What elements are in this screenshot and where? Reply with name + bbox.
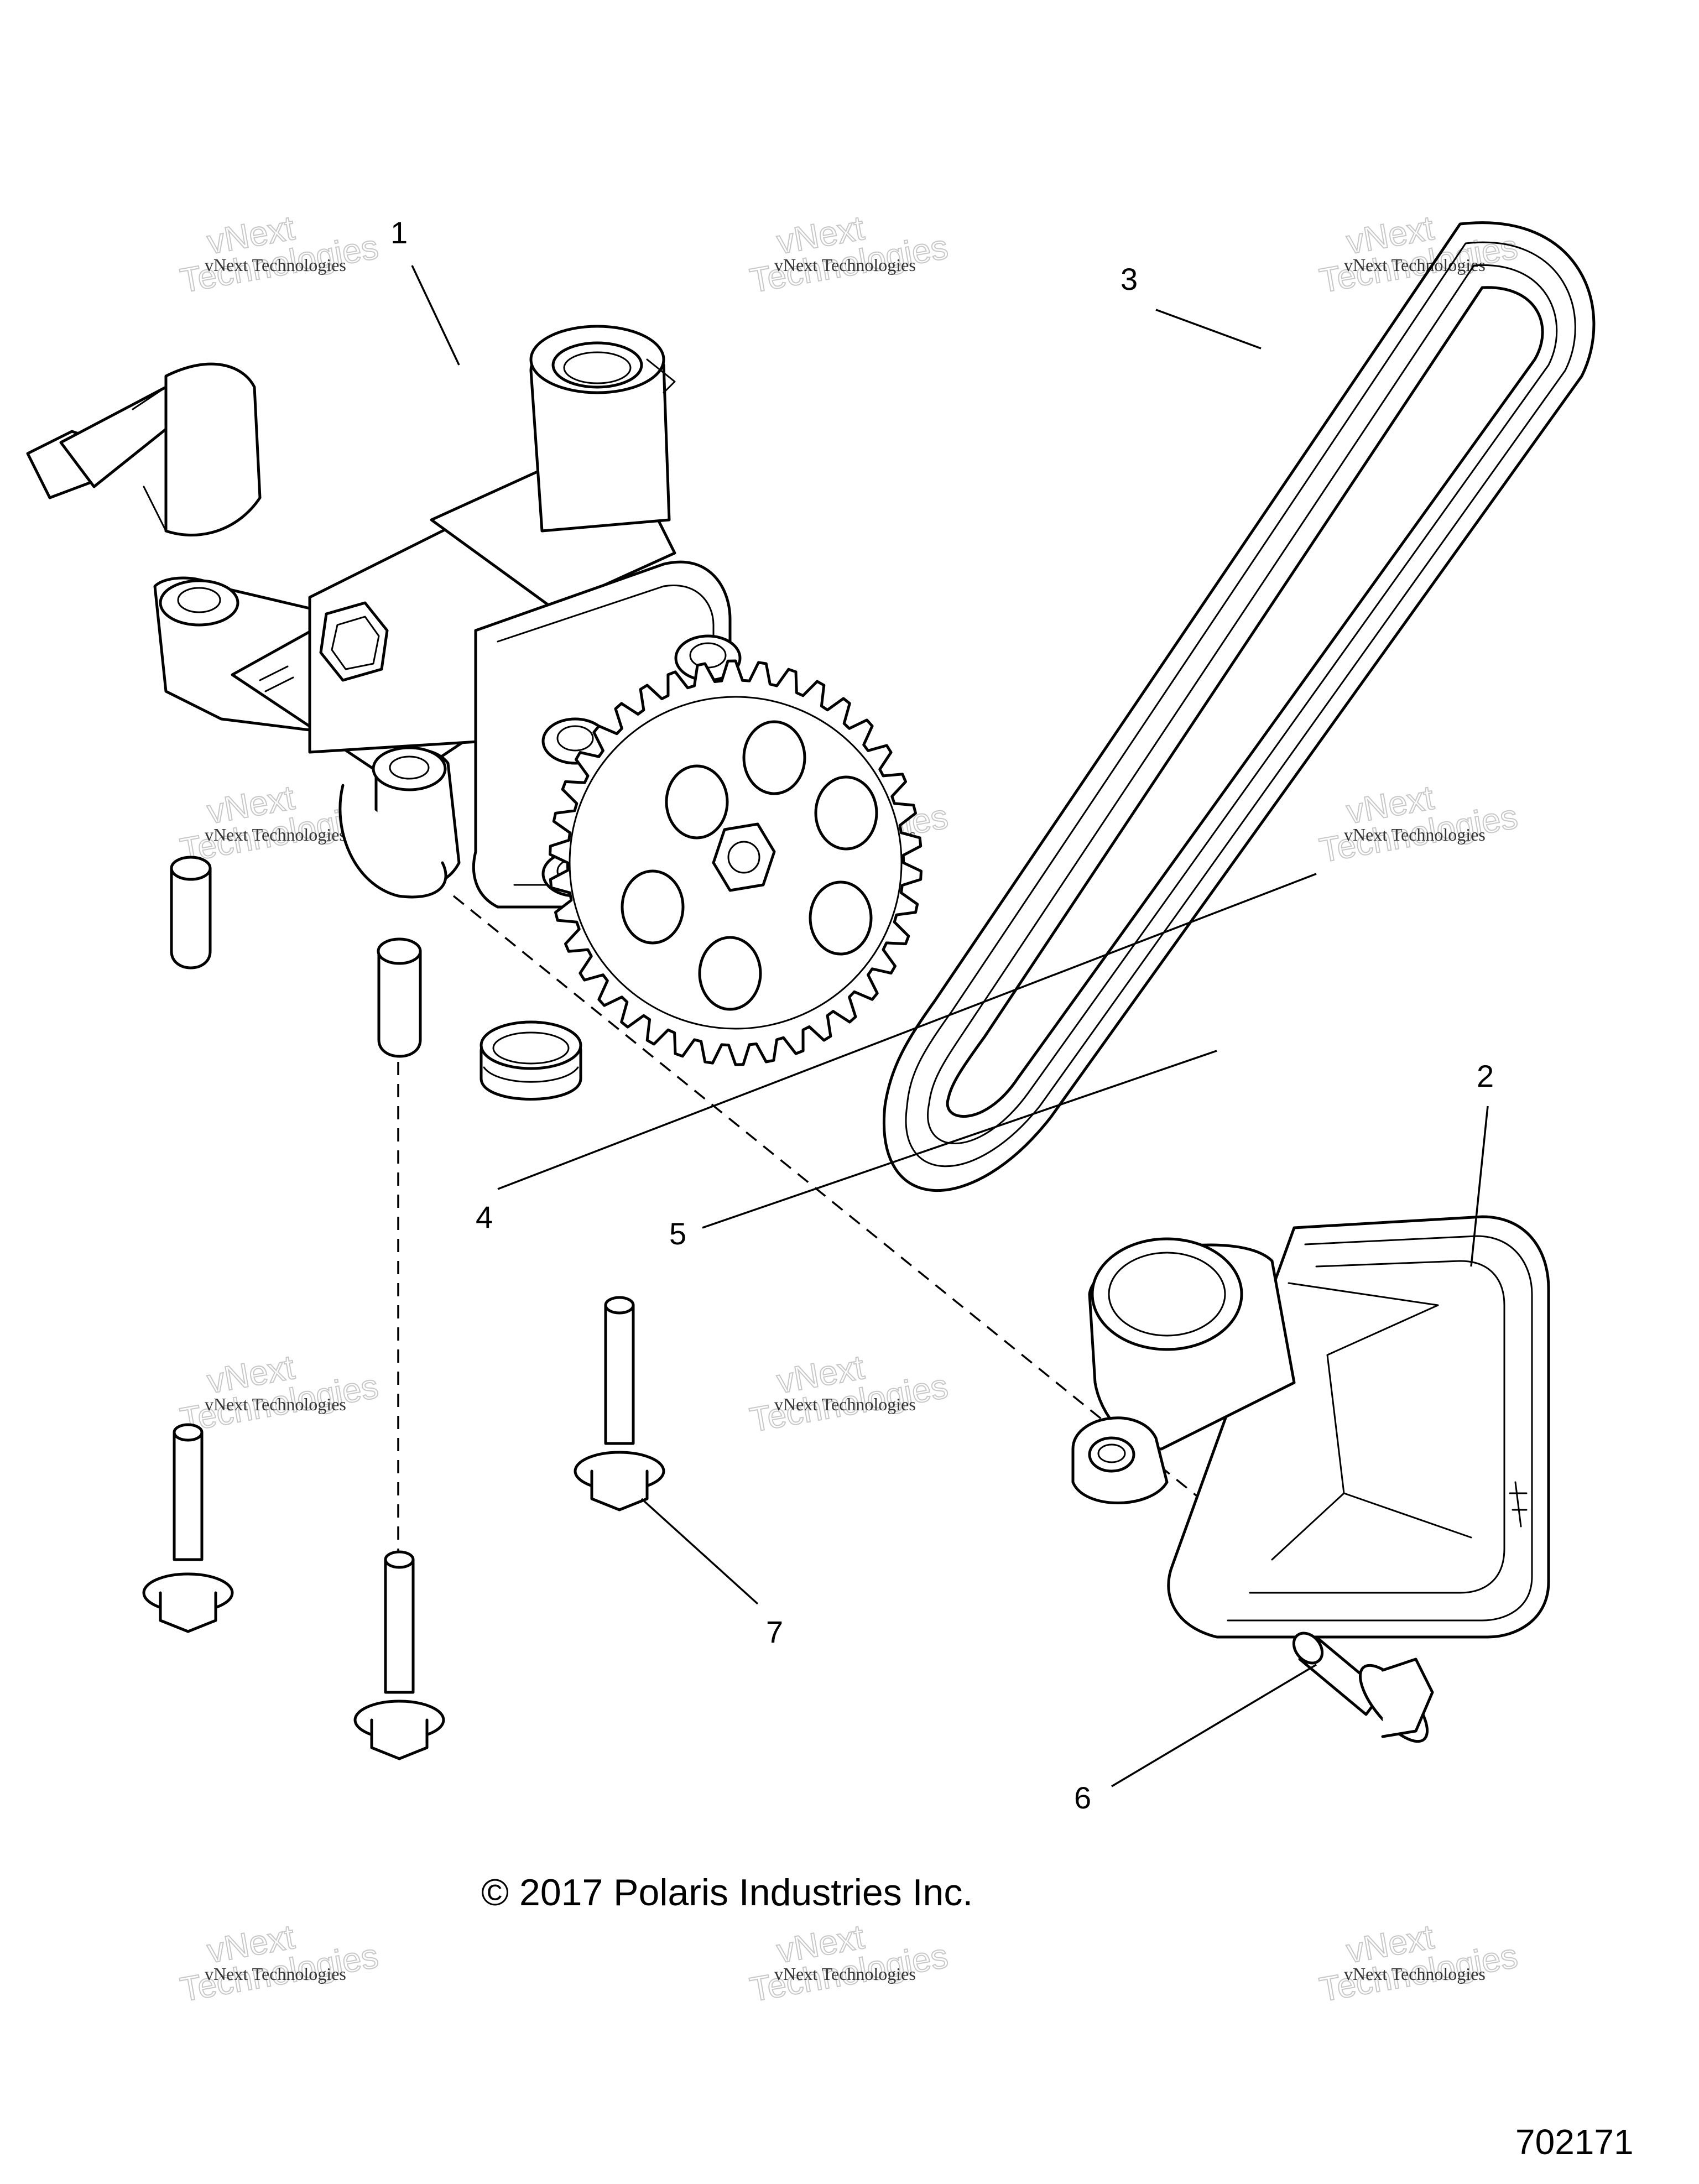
watermark-small: vNext Technologies	[774, 1964, 916, 1984]
leader-2	[1470, 1106, 1489, 1267]
watermark-small: vNext Technologies	[1344, 255, 1486, 275]
sprocket-hole	[809, 880, 873, 956]
watermark-small: vNext Technologies	[205, 1394, 346, 1414]
callout-1: 1	[390, 215, 408, 250]
callout-2: 2	[1477, 1059, 1494, 1093]
watermark-small: vNext Technologies	[774, 255, 916, 275]
cover-bolt	[541, 717, 609, 765]
pump-sprocket	[549, 659, 923, 1066]
sprocket-hole	[742, 720, 806, 795]
watermark-small: vNext Technologies	[774, 1394, 916, 1414]
watermark: vNext Technologies	[1316, 1917, 1521, 2010]
callout-5: 5	[669, 1216, 686, 1251]
leader-7	[640, 1498, 759, 1605]
sprocket-hole	[621, 869, 685, 945]
leader-6	[1111, 1664, 1317, 1787]
o-ring-seal	[480, 1020, 582, 1101]
bolt-left-lower	[142, 1423, 234, 1633]
callout-3: 3	[1120, 262, 1138, 296]
copyright-text: © 2017 Polaris Industries Inc.	[481, 1872, 973, 1914]
watermark: vNext Technologies	[177, 209, 382, 301]
dowel-pin-lower	[377, 937, 422, 1058]
watermark-small: vNext Technologies	[205, 825, 346, 845]
callouts: 1 2 3 4 5 6 7	[390, 215, 1494, 1815]
dowel-pin-upper	[170, 856, 212, 969]
leader-1	[411, 265, 460, 366]
drawing-number: 702171	[1515, 2122, 1634, 2162]
callout-7: 7	[766, 1614, 783, 1649]
sprocket-nut	[712, 822, 776, 892]
sprocket-hole	[814, 775, 878, 851]
callout-6: 6	[1074, 1780, 1091, 1815]
leader-lines	[411, 265, 1489, 1787]
leader-5	[702, 1050, 1217, 1229]
callout-4: 4	[476, 1200, 493, 1234]
watermark: vNext Technologies	[177, 1917, 382, 2010]
watermark-small: vNext Technologies	[205, 1964, 346, 1984]
watermark: vNext Technologies	[747, 1917, 951, 2010]
watermark: vNext Technologies	[747, 1348, 951, 1440]
part-3-drive-chain	[883, 221, 1596, 1192]
bolt-center-lower	[353, 1550, 445, 1760]
watermark-small: vNext Technologies	[1344, 1964, 1486, 1984]
watermark-small: vNext Technologies	[205, 255, 346, 275]
leader-3	[1155, 309, 1262, 350]
watermark-small: vNext Technologies	[1344, 825, 1486, 845]
part-2-oil-screen	[1071, 1215, 1550, 1639]
watermark: vNext Technologies	[1316, 209, 1521, 301]
watermark: vNext Technologies	[177, 1348, 382, 1440]
watermark: vNext Technologies	[747, 209, 951, 301]
watermark: vNext Technologies	[1316, 778, 1521, 871]
part-7-bolt	[574, 1296, 665, 1511]
sprocket-hole	[665, 764, 729, 840]
sprocket-hole	[698, 936, 762, 1011]
part-6-bolt	[1292, 1632, 1434, 1743]
leader-4	[497, 873, 1317, 1190]
